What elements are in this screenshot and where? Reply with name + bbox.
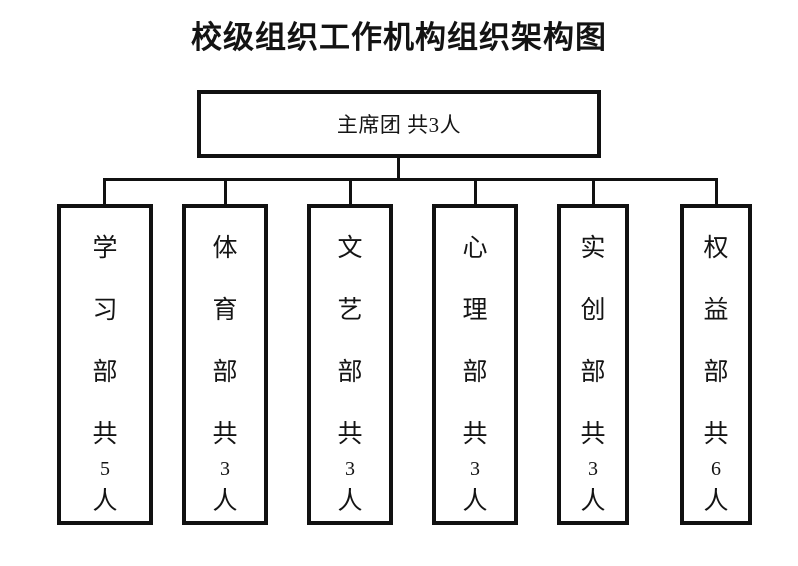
node-practice-innovation[interactable]: 实 创 部 共 3 人 <box>557 204 629 525</box>
node-presidium[interactable]: 主席团 共3人 <box>197 90 601 158</box>
node-psychology-char-3: 部 <box>462 359 488 386</box>
node-arts-count-prefix: 共 <box>337 421 363 448</box>
node-sports[interactable]: 体 育 部 共 3 人 <box>182 204 268 525</box>
node-study-count-number: 5 <box>100 458 110 480</box>
node-practice-innovation-vertical-text: 实 创 部 共 3 人 <box>561 208 625 521</box>
node-psychology[interactable]: 心 理 部 共 3 人 <box>432 204 518 525</box>
connector-root-drop <box>397 158 400 178</box>
node-practice-innovation-char-2: 创 <box>580 297 606 324</box>
node-practice-innovation-count-number: 3 <box>588 458 598 480</box>
node-rights-char-3: 部 <box>703 359 729 386</box>
node-arts-count-number: 3 <box>345 458 355 480</box>
node-rights-char-1: 权 <box>703 235 729 262</box>
node-rights-count-suffix: 人 <box>703 488 729 515</box>
node-psychology-char-2: 理 <box>462 297 488 324</box>
node-practice-innovation-char-3: 部 <box>580 359 606 386</box>
node-arts-count-suffix: 人 <box>337 488 363 515</box>
node-psychology-count-prefix: 共 <box>462 421 488 448</box>
connector-drop-psychology <box>474 178 477 204</box>
node-rights-char-2: 益 <box>703 297 729 324</box>
node-study-count-suffix: 人 <box>92 488 118 515</box>
node-study-vertical-text: 学 习 部 共 5 人 <box>61 208 149 521</box>
connector-drop-rights <box>715 178 718 204</box>
node-study-count-prefix: 共 <box>92 421 118 448</box>
node-psychology-count-number: 3 <box>470 458 480 480</box>
node-practice-innovation-char-1: 实 <box>580 235 606 262</box>
connector-drop-study <box>103 178 106 204</box>
connector-drop-sports <box>224 178 227 204</box>
node-practice-innovation-count-suffix: 人 <box>580 488 606 515</box>
node-rights-count-number: 6 <box>711 458 721 480</box>
connector-drop-arts <box>349 178 352 204</box>
node-sports-count-number: 3 <box>220 458 230 480</box>
node-study-char-1: 学 <box>92 235 118 262</box>
connector-drop-practice-innovation <box>592 178 595 204</box>
node-sports-char-3: 部 <box>212 359 238 386</box>
node-sports-vertical-text: 体 育 部 共 3 人 <box>186 208 264 521</box>
node-sports-char-1: 体 <box>212 235 238 262</box>
node-rights-count-prefix: 共 <box>703 421 729 448</box>
connector-bus <box>104 178 716 181</box>
node-rights[interactable]: 权 益 部 共 6 人 <box>680 204 752 525</box>
node-arts[interactable]: 文 艺 部 共 3 人 <box>307 204 393 525</box>
node-sports-count-prefix: 共 <box>212 421 238 448</box>
node-study[interactable]: 学 习 部 共 5 人 <box>57 204 153 525</box>
node-presidium-label: 主席团 共3人 <box>336 113 462 137</box>
node-arts-char-3: 部 <box>337 359 363 386</box>
node-study-char-3: 部 <box>92 359 118 386</box>
node-arts-char-2: 艺 <box>337 297 363 324</box>
node-rights-vertical-text: 权 益 部 共 6 人 <box>684 208 748 521</box>
node-arts-vertical-text: 文 艺 部 共 3 人 <box>311 208 389 521</box>
node-psychology-vertical-text: 心 理 部 共 3 人 <box>436 208 514 521</box>
node-sports-count-suffix: 人 <box>212 488 238 515</box>
node-sports-char-2: 育 <box>212 297 238 324</box>
page-title: 校级组织工作机构组织架构图 <box>191 20 607 55</box>
node-practice-innovation-count-prefix: 共 <box>580 421 606 448</box>
node-psychology-count-suffix: 人 <box>462 488 488 515</box>
node-psychology-char-1: 心 <box>462 235 488 262</box>
node-arts-char-1: 文 <box>337 235 363 262</box>
node-study-char-2: 习 <box>92 297 118 324</box>
